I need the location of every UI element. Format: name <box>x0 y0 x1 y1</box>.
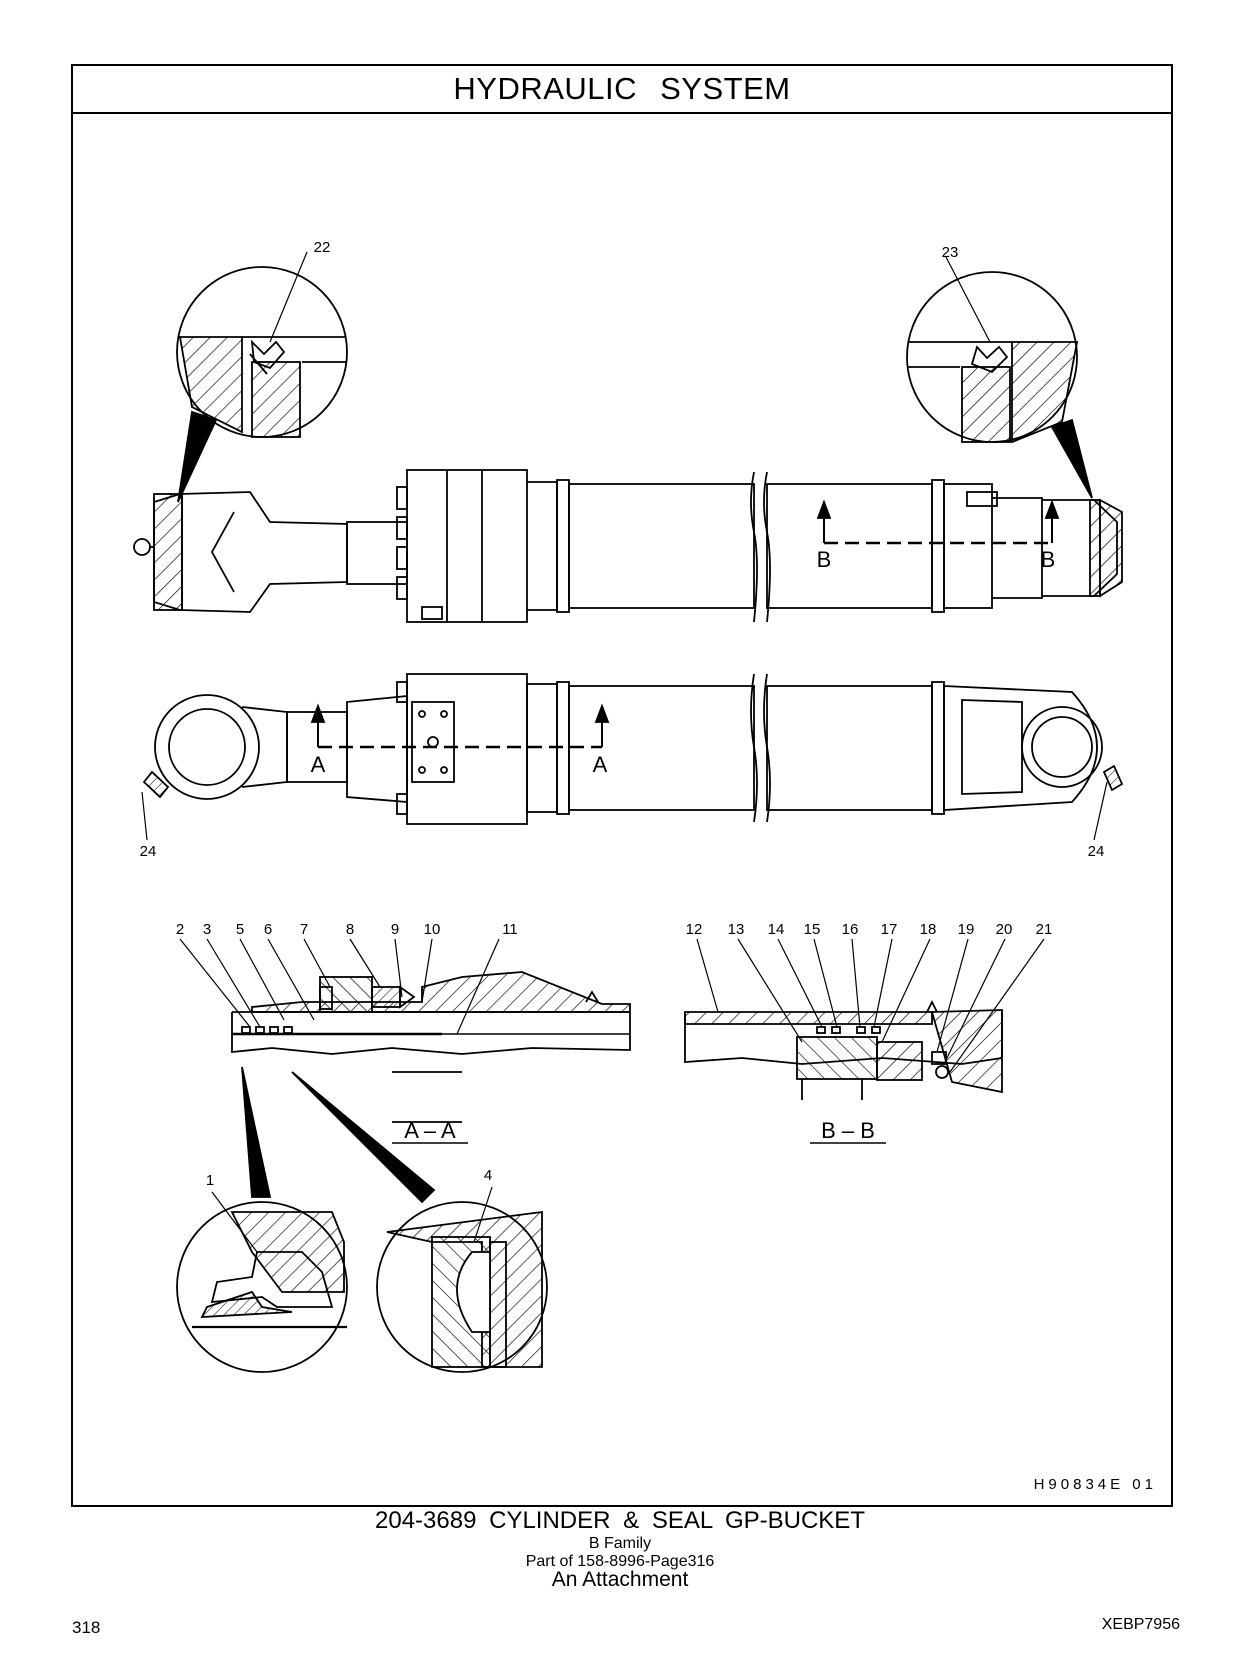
caption-attachment: An Attachment <box>551 1568 689 1591</box>
section-a-left-letter: A <box>311 752 326 777</box>
document-id: XEBP7956 <box>1101 1616 1180 1633</box>
callout-8-label: 8 <box>346 921 354 938</box>
illustration-code: H90834E 01 <box>1033 1476 1157 1493</box>
callout-11-label: 11 <box>502 921 518 938</box>
callout-5-label: 5 <box>236 921 244 938</box>
caption-part-of: Part of 158-8996-Page316 <box>525 1553 715 1570</box>
cylinder-drawing: 2 3 5 6 7 8 9 10 11 12 13 14 15 16 17 18… <box>133 239 1124 1373</box>
caption-family: B Family <box>588 1535 652 1552</box>
section-bb <box>684 999 1003 1100</box>
callout-19-label: 19 <box>958 921 975 938</box>
callout-10-label: 10 <box>424 921 441 938</box>
section-line-b <box>816 499 1060 545</box>
section-aa <box>231 971 631 1123</box>
callout-12-label: 12 <box>686 921 703 938</box>
section-line-a <box>310 703 610 749</box>
callout-3-label: 3 <box>203 921 211 938</box>
callout-6-label: 6 <box>264 921 272 938</box>
figure-frame: HYDRAULIC SYSTEM <box>71 64 1173 1507</box>
callout-1-label: 2 <box>176 921 184 938</box>
section-titles: A – A B – B <box>392 1118 886 1144</box>
cylinder-side-view <box>142 673 1124 825</box>
page-title: HYDRAULIC SYSTEM <box>453 71 791 106</box>
detail-circle-4 <box>291 1071 548 1373</box>
title-bar: HYDRAULIC SYSTEM <box>73 66 1171 114</box>
section-letters: B B A A <box>311 547 1056 777</box>
section-b-right-letter: B <box>1041 547 1056 572</box>
section-aa-title: A – A <box>404 1118 456 1143</box>
callout-18-label: 18 <box>920 921 937 938</box>
callout-1-detail-label: 1 <box>206 1172 214 1189</box>
section-bb-title: B – B <box>821 1118 875 1143</box>
detail-circle-1 <box>176 1066 348 1373</box>
callout-16-label: 16 <box>842 921 859 938</box>
callout-22-label: 22 <box>314 239 331 256</box>
callout-24-right-label: 24 <box>1088 843 1105 860</box>
cylinder-top-view <box>133 469 1123 623</box>
callout-21-label: 21 <box>1036 921 1053 938</box>
caption-main: 204-3689 CYLINDER & SEAL GP-BUCKET <box>375 1507 865 1534</box>
leader-lines <box>141 251 1108 1253</box>
detail-circle-22 <box>176 266 348 503</box>
callout-labels: 2 3 5 6 7 8 9 10 11 12 13 14 15 16 17 18… <box>140 239 1105 1189</box>
callout-24-left-label: 24 <box>140 843 157 860</box>
section-a-right-letter: A <box>593 752 608 777</box>
callout-15-label: 15 <box>804 921 821 938</box>
callout-13-label: 13 <box>728 921 745 938</box>
callout-17-label: 17 <box>881 921 898 938</box>
callout-20-label: 20 <box>996 921 1013 938</box>
callout-9-label: 9 <box>391 921 399 938</box>
detail-circle-23 <box>906 271 1093 499</box>
callout-23-label: 23 <box>942 244 959 261</box>
callout-7-label: 7 <box>300 921 308 938</box>
section-b-left-letter: B <box>817 547 832 572</box>
callout-14-label: 14 <box>768 921 785 938</box>
callout-4-label: 4 <box>484 1167 492 1184</box>
page-number: 318 <box>72 1618 101 1637</box>
